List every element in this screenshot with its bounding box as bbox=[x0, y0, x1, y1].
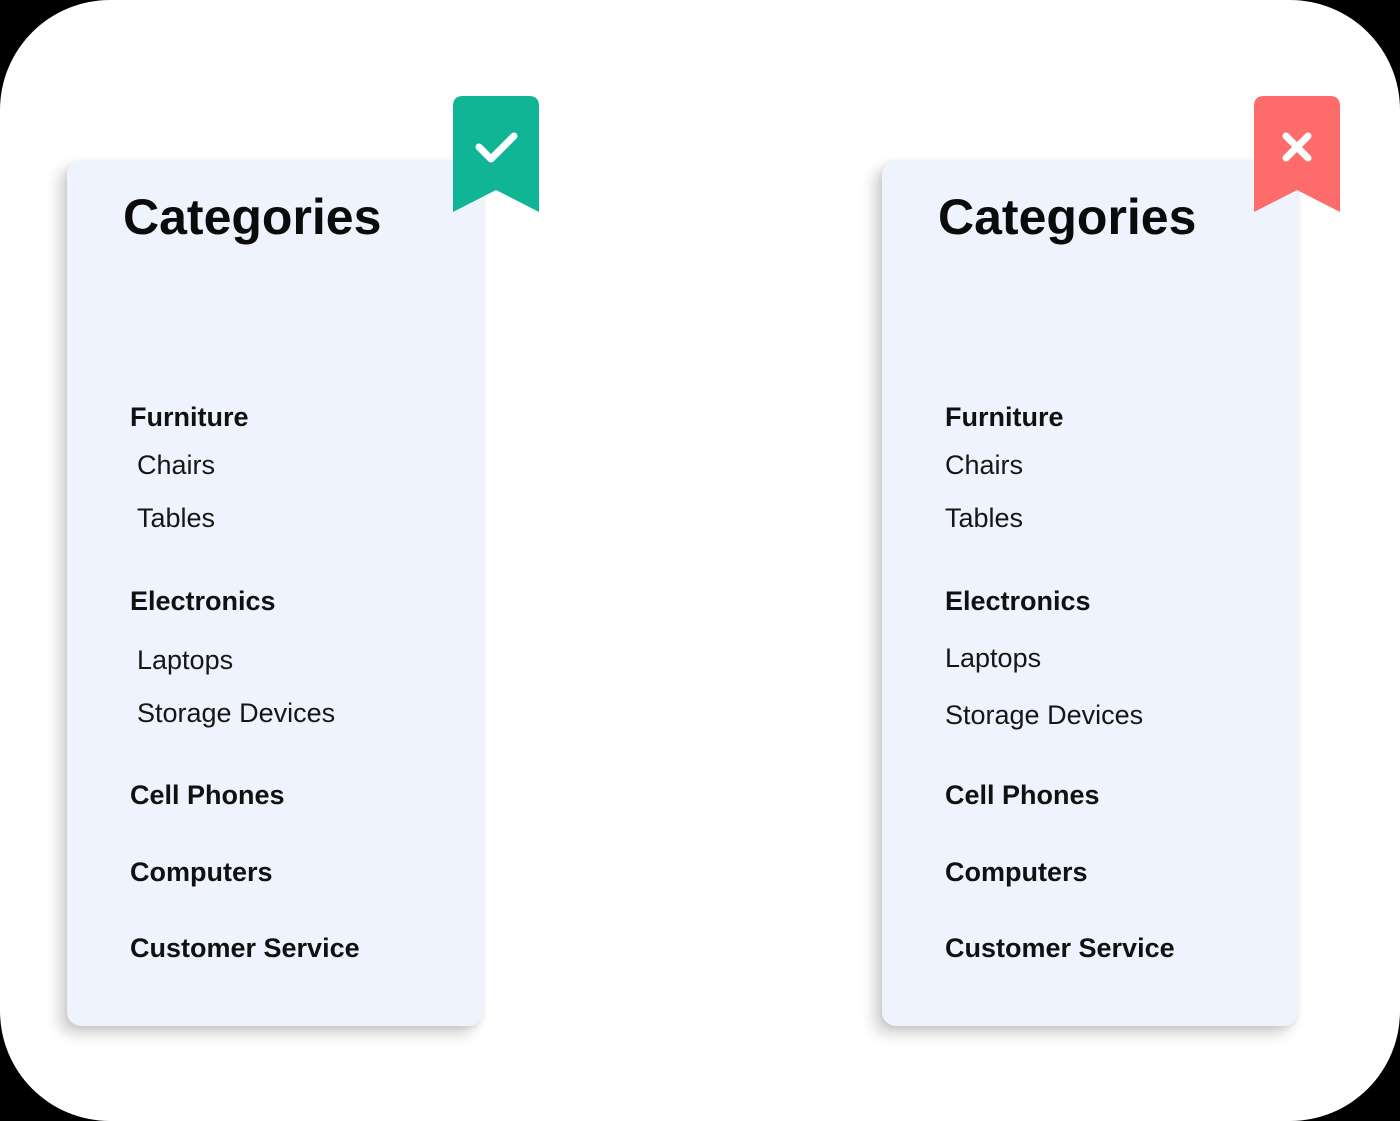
category-furniture[interactable]: Furniture bbox=[130, 402, 249, 432]
panel-title: Categories bbox=[123, 189, 382, 245]
categories-panel-bad: Categories Furniture Chairs Tables Elect… bbox=[882, 160, 1298, 1026]
subcategory-chairs[interactable]: Chairs bbox=[945, 450, 1024, 480]
category-computers[interactable]: Computers bbox=[130, 857, 273, 887]
category-electronics[interactable]: Electronics bbox=[945, 586, 1091, 616]
panel-title: Categories bbox=[938, 189, 1197, 245]
subcategory-laptops[interactable]: Laptops bbox=[945, 643, 1042, 673]
category-computers[interactable]: Computers bbox=[945, 857, 1088, 887]
category-customer-service[interactable]: Customer Service bbox=[945, 933, 1175, 963]
category-furniture[interactable]: Furniture bbox=[945, 402, 1064, 432]
checkmark-icon bbox=[453, 96, 539, 212]
category-electronics[interactable]: Electronics bbox=[130, 586, 276, 616]
categories-panel-good: Categories Furniture Chairs Tables Elect… bbox=[67, 160, 483, 1026]
cross-icon bbox=[1254, 96, 1340, 212]
subcategory-storage-devices[interactable]: Storage Devices bbox=[945, 700, 1144, 730]
category-cell-phones[interactable]: Cell Phones bbox=[130, 780, 285, 810]
subcategory-tables[interactable]: Tables bbox=[137, 503, 216, 533]
category-cell-phones[interactable]: Cell Phones bbox=[945, 780, 1100, 810]
subcategory-chairs[interactable]: Chairs bbox=[137, 450, 216, 480]
category-customer-service[interactable]: Customer Service bbox=[130, 933, 360, 963]
subcategory-tables[interactable]: Tables bbox=[945, 503, 1024, 533]
subcategory-laptops[interactable]: Laptops bbox=[137, 645, 234, 675]
subcategory-storage-devices[interactable]: Storage Devices bbox=[137, 698, 336, 728]
